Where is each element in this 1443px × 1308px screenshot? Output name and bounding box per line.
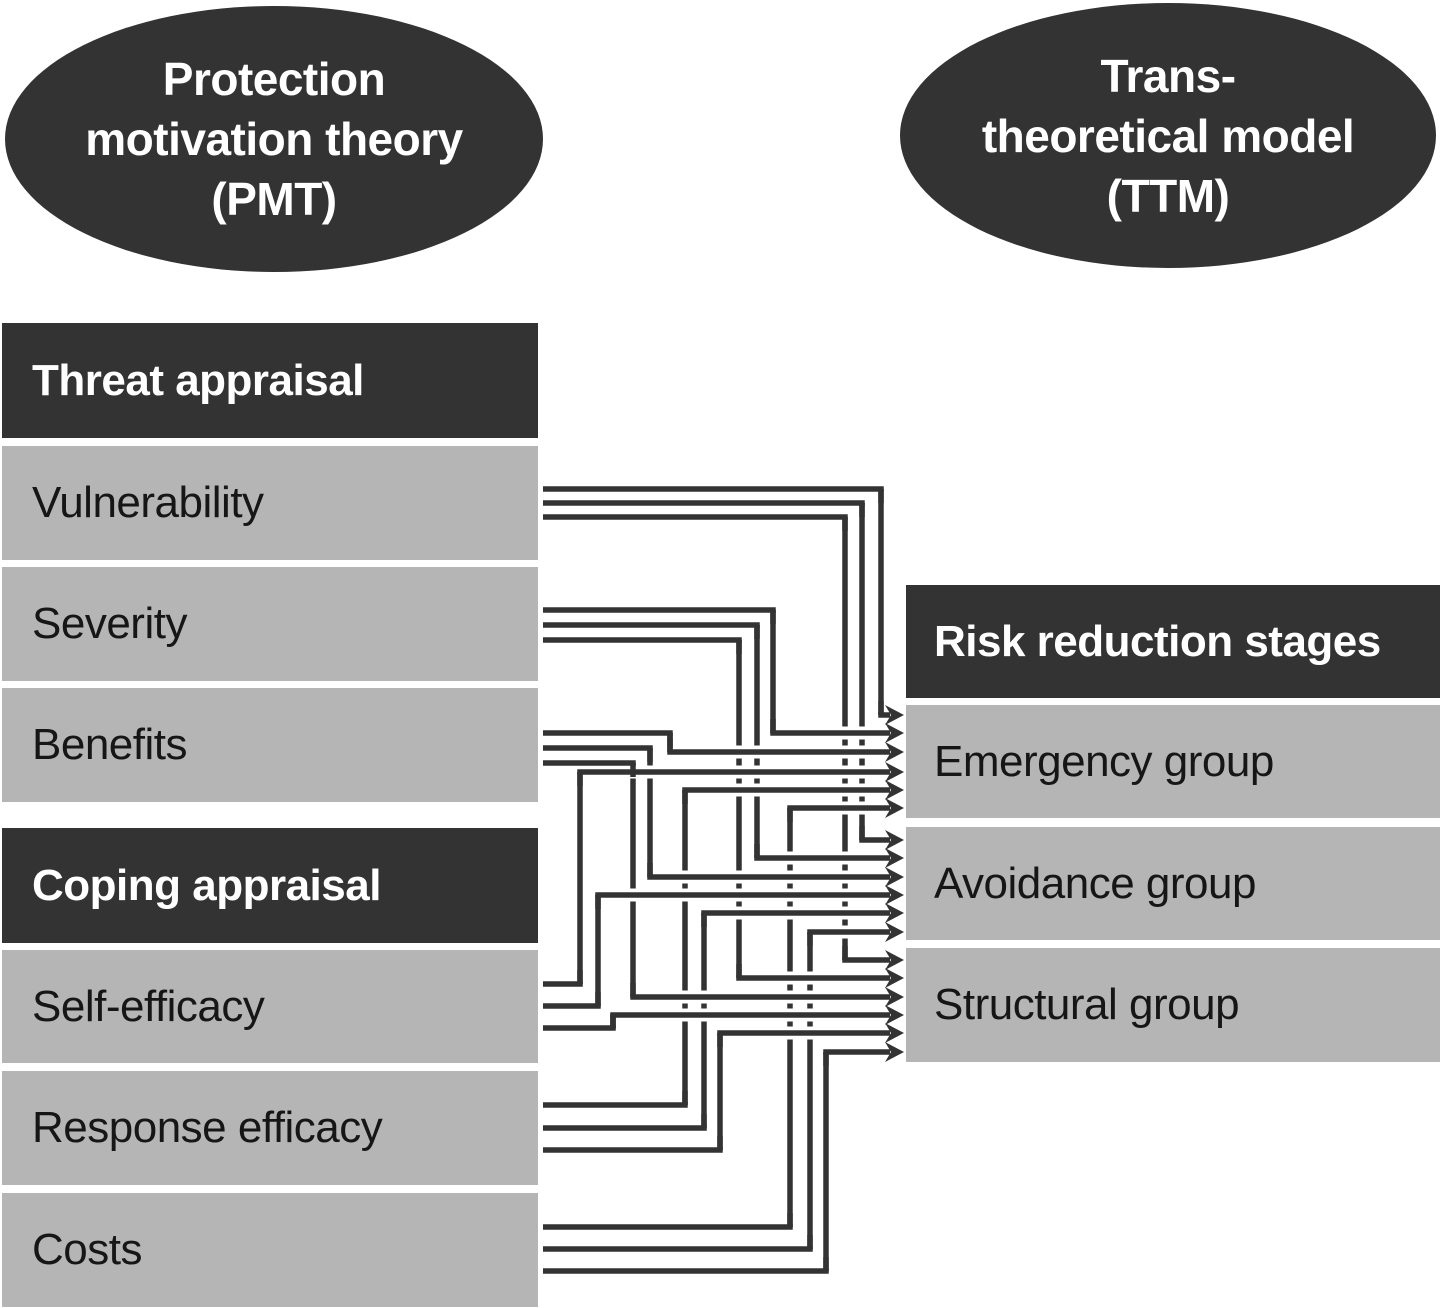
pmt-ellipse-line: Protection — [162, 53, 386, 105]
box-structural-group: Structural group — [906, 948, 1440, 1062]
box-emergency-group-label: Emergency group — [934, 736, 1274, 786]
box-benefits-label: Benefits — [32, 720, 187, 769]
arrowhead-icon — [885, 903, 904, 923]
coping-appraisal-header-label: Coping appraisal — [32, 860, 381, 910]
box-response-efficacy-label: Response efficacy — [32, 1103, 383, 1152]
arrowhead-icon — [885, 798, 904, 818]
arrowhead-icon — [885, 867, 904, 887]
box-severity-label: Severity — [32, 599, 187, 648]
arrowhead-icon — [885, 922, 904, 942]
arrowhead-icon — [885, 885, 904, 905]
arrowhead-icon — [885, 1005, 904, 1025]
pmt-ellipse: Protection motivation theory (PMT) — [5, 6, 543, 272]
box-severity: Severity — [2, 567, 538, 681]
arrowhead-icon — [885, 1042, 904, 1062]
box-structural-group-label: Structural group — [934, 980, 1240, 1029]
threat-appraisal-header-label: Threat appraisal — [32, 355, 364, 405]
ttm-ellipse-line: theoretical model — [981, 109, 1355, 162]
arrowhead-icon — [885, 987, 904, 1007]
arrowhead-icon — [885, 742, 904, 762]
coping-appraisal-header: Coping appraisal — [2, 828, 538, 943]
risk-reduction-stages-header: Risk reduction stages — [906, 585, 1440, 698]
pmt-ellipse-line: (PMT) — [211, 173, 337, 225]
threat-appraisal-header: Threat appraisal — [2, 323, 538, 438]
box-emergency-group: Emergency group — [906, 705, 1440, 818]
ttm-ellipse-line: Trans- — [1100, 49, 1236, 102]
box-vulnerability: Vulnerability — [2, 446, 538, 560]
arrowhead-icon — [885, 1023, 904, 1043]
pmt-ellipse-label: Protection motivation theory (PMT) — [85, 49, 463, 229]
ttm-ellipse-line: (TTM) — [1106, 169, 1230, 222]
box-benefits: Benefits — [2, 688, 538, 802]
arrowhead-icon — [885, 848, 904, 868]
box-self-efficacy-label: Self-efficacy — [32, 981, 265, 1031]
ttm-ellipse: Trans- theoretical model (TTM) — [900, 3, 1436, 268]
risk-reduction-stages-header-label: Risk reduction stages — [934, 616, 1381, 666]
box-vulnerability-label: Vulnerability — [32, 478, 264, 527]
box-costs-label: Costs — [32, 1225, 142, 1274]
arrowhead-icon — [885, 762, 904, 782]
box-self-efficacy: Self-efficacy — [2, 950, 538, 1063]
ttm-ellipse-label: Trans- theoretical model (TTM) — [981, 46, 1355, 226]
arrowhead-icon — [885, 723, 904, 743]
box-costs: Costs — [2, 1193, 538, 1307]
arrowhead-icon — [885, 950, 904, 970]
box-avoidance-group: Avoidance group — [906, 827, 1440, 940]
arrowhead-icon — [885, 968, 904, 988]
arrowhead-icon — [885, 780, 904, 800]
box-response-efficacy: Response efficacy — [2, 1071, 538, 1185]
arrowhead-icon — [885, 705, 904, 725]
pmt-ellipse-line: motivation theory — [85, 113, 463, 165]
box-avoidance-group-label: Avoidance group — [934, 858, 1256, 908]
arrowhead-icon — [885, 830, 904, 850]
